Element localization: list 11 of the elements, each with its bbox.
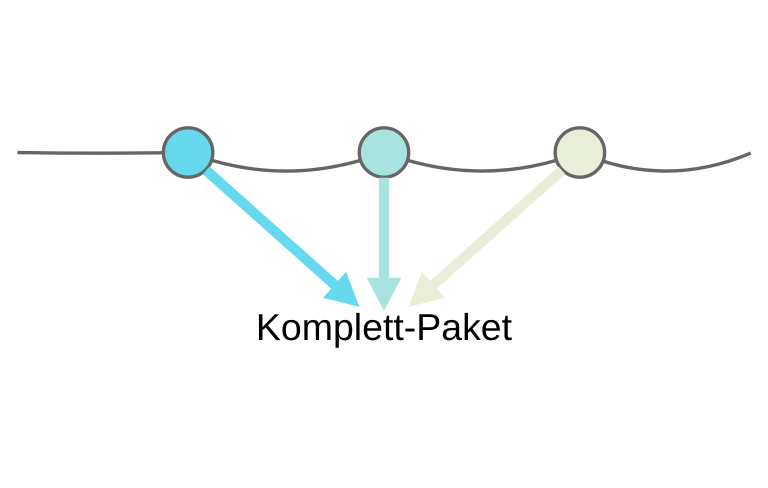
arrow	[408, 166, 566, 306]
arrow	[202, 166, 360, 306]
connector	[17, 150, 163, 154]
connector	[407, 158, 557, 172]
arrow	[366, 177, 402, 310]
connector	[211, 158, 361, 172]
node-circle	[358, 126, 410, 178]
node-circle	[554, 126, 606, 178]
connector	[602, 150, 752, 172]
node-text: Komplett-Paket	[256, 306, 512, 348]
node-circle	[162, 126, 214, 178]
